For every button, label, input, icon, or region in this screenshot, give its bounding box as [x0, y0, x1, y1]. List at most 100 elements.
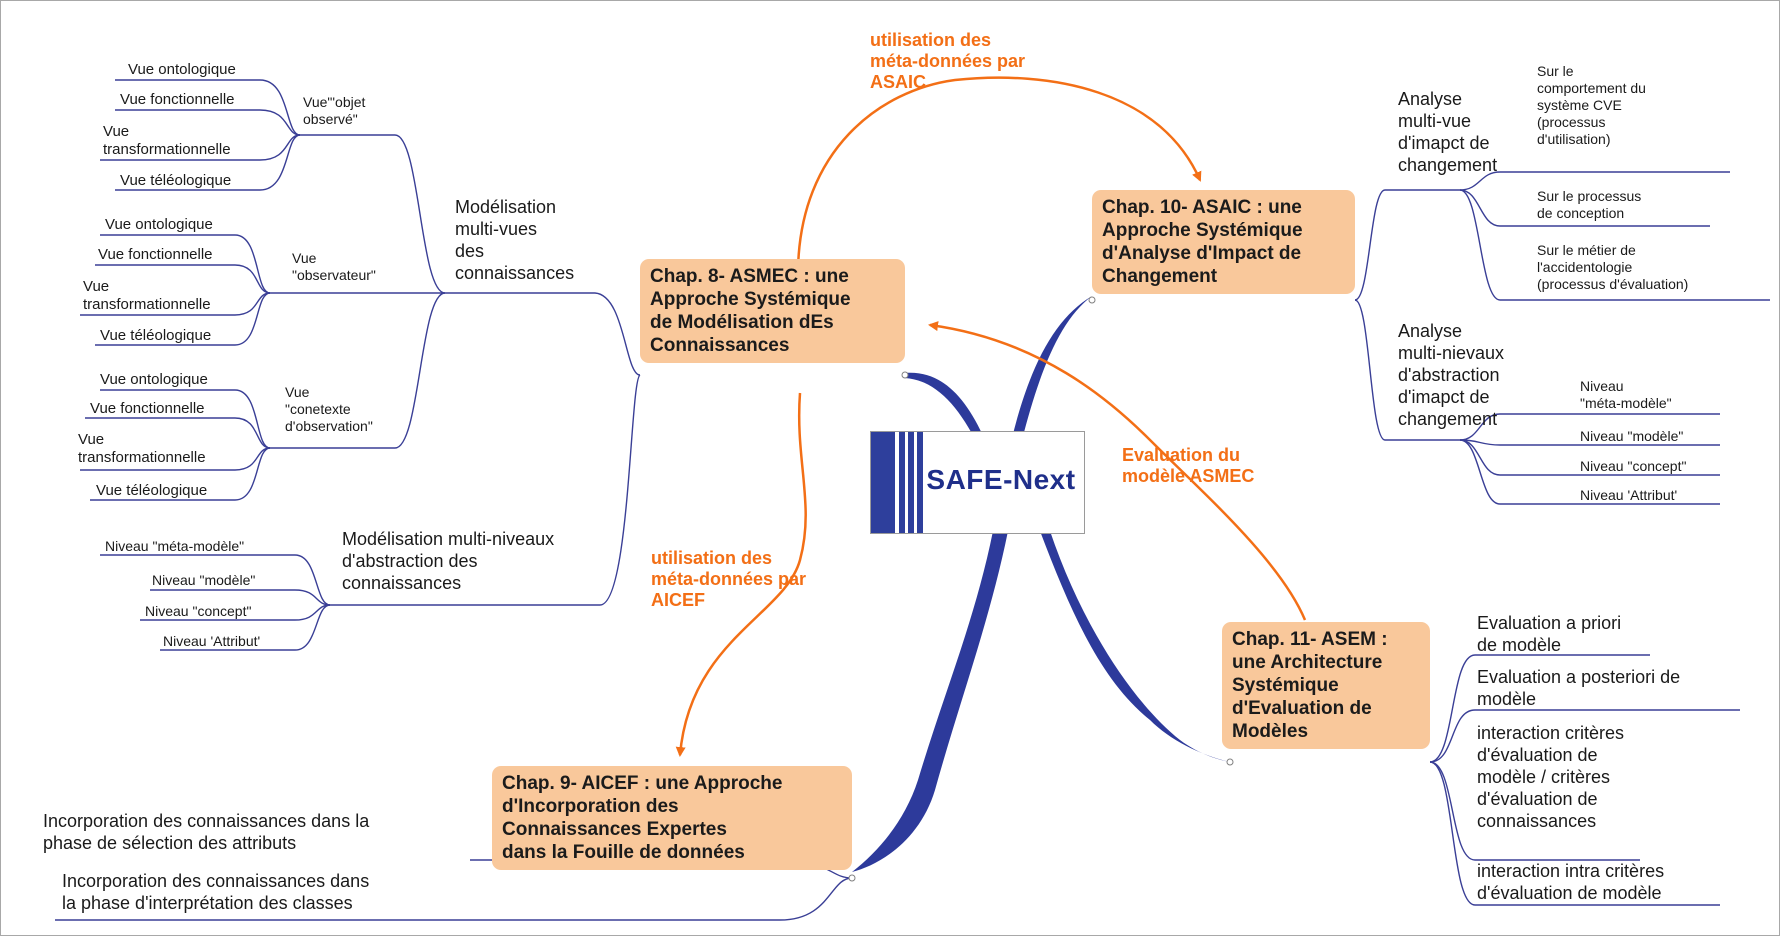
- leaf-processus-conception: Sur le processus de conception: [1537, 188, 1641, 222]
- leaf-line: (processus: [1537, 114, 1606, 130]
- relation-line: ASAIC: [870, 72, 927, 92]
- chapter-line: Connaissances: [650, 335, 790, 356]
- leaf-line: modèle / critères: [1477, 767, 1611, 787]
- leaf-line: Incorporation des connaissances dans: [62, 871, 370, 891]
- leaf-line: Incorporation des connaissances dans la: [43, 811, 370, 831]
- logo-stripe: [908, 432, 914, 533]
- group-line: Vue: [285, 384, 310, 400]
- branch-line: multi-vue: [1398, 111, 1472, 131]
- leaf-line: transformationnelle: [78, 449, 206, 466]
- leaf-line: d'utilisation): [1537, 131, 1611, 147]
- branch-line: connaissances: [455, 263, 575, 283]
- leaf-vue-transformationnelle: Vue transformationnelle: [103, 123, 231, 159]
- leaf-vue-ontologique: Vue ontologique: [100, 371, 208, 389]
- relation-label-aicef: utilisation des méta-données par AICEF: [651, 548, 806, 611]
- chapter-asmec[interactable]: Chap. 8- ASMEC : une Approche Systémique…: [640, 259, 905, 363]
- branch-line: d'abstraction des: [342, 551, 478, 571]
- relation-line: Evaluation du: [1122, 445, 1241, 465]
- leaf-line: Vue fonctionnelle: [120, 91, 235, 108]
- leaf-line: Evaluation a priori: [1477, 613, 1622, 633]
- relation-line: AICEF: [651, 590, 705, 610]
- leaf-line: Niveau "méta-modèle": [105, 538, 245, 554]
- leaf-line: de modèle: [1477, 635, 1562, 655]
- leaf-line: système CVE: [1537, 97, 1622, 113]
- chapter-line: une Architecture: [1232, 652, 1383, 673]
- leaf-vue-transformationnelle: Vue transformationnelle: [78, 431, 206, 467]
- group-line: observé": [303, 111, 358, 127]
- group-line: "conetexte: [285, 401, 351, 417]
- branch-line: d'imapct de: [1398, 387, 1490, 407]
- leaf-line: Vue téléologique: [120, 172, 232, 189]
- relation-line: méta-données par: [870, 51, 1026, 71]
- leaf-line: transformationnelle: [83, 296, 211, 313]
- chapter-asaic[interactable]: Chap. 10- ASAIC : une Approche Systémiqu…: [1092, 190, 1355, 294]
- center-branches: [852, 296, 1230, 872]
- relation-line: méta-données par: [651, 569, 807, 589]
- leaf-line: Vue ontologique: [128, 61, 236, 78]
- branch-line: des: [455, 241, 485, 261]
- chapter-line: dans la Fouille de données: [502, 842, 745, 863]
- leaf-line: Vue: [83, 278, 110, 295]
- leaf-line: phase de sélection des attributs: [43, 833, 297, 853]
- chapter-line: Connaissances Expertes: [502, 819, 727, 840]
- leaf-line: Vue: [103, 123, 130, 140]
- leaf-line: Vue fonctionnelle: [90, 400, 205, 417]
- leaf-vue-teleologique: Vue téléologique: [96, 482, 207, 500]
- chapter-line: Approche Systémique: [650, 289, 851, 310]
- leaf-line: interaction critères: [1477, 723, 1625, 743]
- group-objet-observe: Vue"'objet observé": [303, 94, 365, 128]
- group-line: d'observation": [285, 418, 373, 434]
- leaf-line: Sur le: [1537, 63, 1574, 79]
- branch-line: multi-nievaux: [1398, 343, 1505, 363]
- logo-stripe: [917, 432, 923, 533]
- chapter-line: d'Evaluation de: [1232, 698, 1372, 719]
- leaf-evaluation-a-posteriori: Evaluation a posteriori de modèle: [1477, 666, 1680, 710]
- branch-line: changement: [1398, 155, 1498, 175]
- chapter-line: Chap. 8- ASMEC : une: [650, 266, 849, 287]
- leaf-line: Sur le processus: [1537, 188, 1642, 204]
- relation-line: utilisation des: [870, 30, 992, 50]
- leaf-niveau-meta-modele: Niveau "méta-modèle": [105, 538, 244, 555]
- branch-line: d'imapct de: [1398, 133, 1490, 153]
- leaf-line: Vue: [78, 431, 105, 448]
- thin-branches: [55, 79, 1770, 921]
- leaf-line: d'évaluation de modèle: [1477, 883, 1662, 903]
- leaf-line: de conception: [1537, 205, 1625, 221]
- leaf-niveau-concept: Niveau "concept": [1580, 458, 1686, 475]
- chapter-line: Systémique: [1232, 675, 1339, 696]
- leaf-line: Niveau 'Attribut': [163, 633, 261, 649]
- leaf-niveau-attribut: Niveau 'Attribut': [163, 633, 260, 650]
- leaf-line: interaction intra critères: [1477, 861, 1665, 881]
- relation-arrows: [675, 76, 1307, 757]
- leaf-niveau-attribut: Niveau 'Attribut': [1580, 487, 1677, 504]
- leaf-line: Niveau: [1580, 378, 1624, 394]
- leaf-vue-fonctionnelle: Vue fonctionnelle: [98, 246, 213, 264]
- leaf-niveau-meta-modele: Niveau "méta-modèle": [1580, 378, 1672, 412]
- chapter-line: Chap. 11- ASEM :: [1232, 629, 1388, 650]
- leaf-line: (processus d'évaluation): [1537, 276, 1689, 292]
- logo-text: SAFE-Next: [926, 464, 1076, 495]
- leaf-evaluation-a-priori: Evaluation a priori de modèle: [1477, 612, 1621, 656]
- leaf-line: modèle: [1477, 689, 1537, 709]
- leaf-vue-transformationnelle: Vue transformationnelle: [83, 278, 211, 314]
- leaf-vue-ontologique: Vue ontologique: [105, 216, 213, 234]
- logo-stripe: [899, 432, 905, 533]
- chapter-aicef[interactable]: Chap. 9- AICEF : une Approche d'Incorpor…: [492, 766, 852, 870]
- branch-multi-niveaux: Modélisation multi-niveaux d'abstraction…: [342, 528, 554, 594]
- leaf-comportement-cve: Sur le comportement du système CVE (proc…: [1537, 63, 1646, 148]
- leaf-line: connaissances: [1477, 811, 1597, 831]
- relation-line: modèle ASMEC: [1122, 466, 1255, 486]
- leaf-vue-fonctionnelle: Vue fonctionnelle: [120, 91, 235, 109]
- chapter-asem[interactable]: Chap. 11- ASEM : une Architecture Systém…: [1222, 622, 1430, 749]
- branch-multi-vues: Modélisation multi-vues des connaissance…: [455, 196, 574, 284]
- leaf-incorporation-selection: Incorporation des connaissances dans la …: [43, 810, 369, 854]
- group-line: Vue"'objet: [303, 94, 366, 110]
- branch-line: d'abstraction: [1398, 365, 1500, 385]
- group-line: Vue: [292, 250, 317, 266]
- branch-analyse-multi-vue: Analyse multi-vue d'imapct de changement: [1398, 88, 1497, 176]
- branch-line: Analyse: [1398, 89, 1463, 109]
- branch-line: Modélisation: [455, 197, 557, 217]
- leaf-line: Niveau 'Attribut': [1580, 487, 1678, 503]
- relation-label-evaluation: Evaluation du modèle ASMEC: [1122, 445, 1254, 487]
